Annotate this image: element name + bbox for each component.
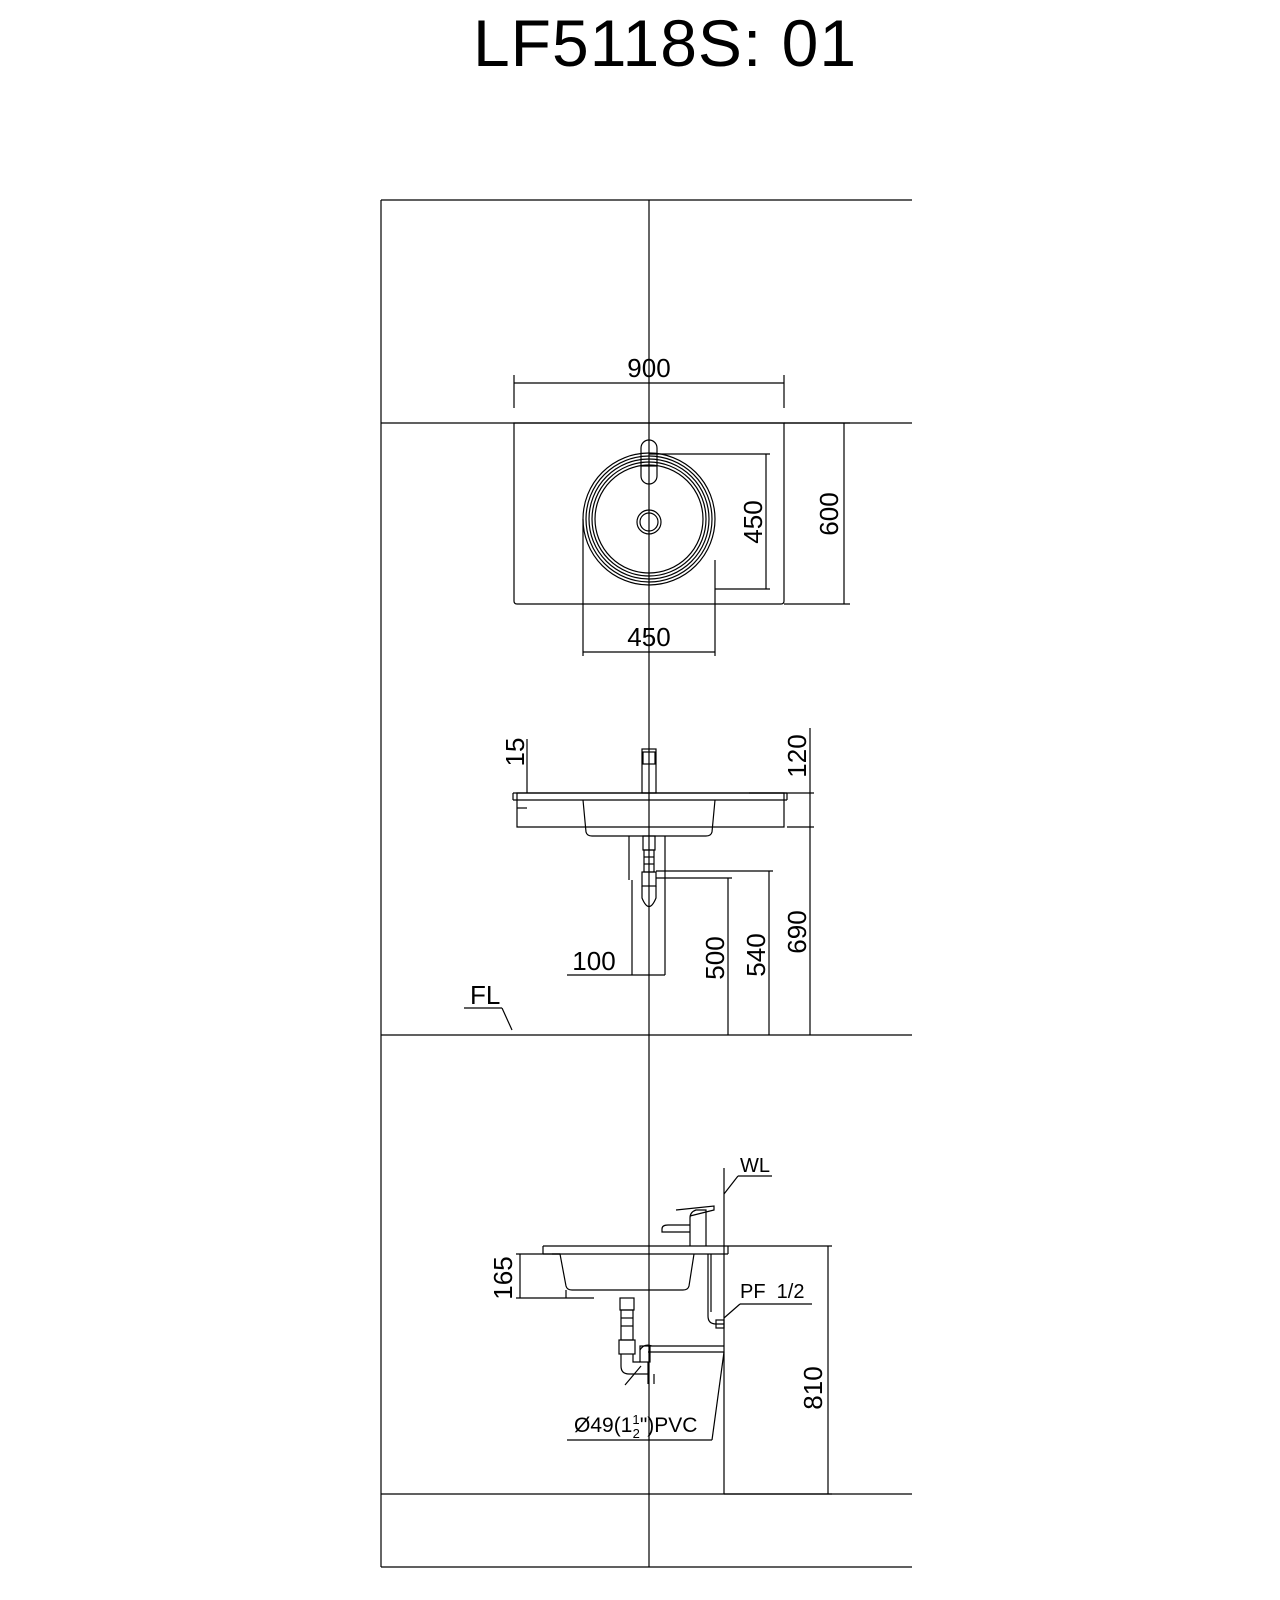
dim-supply-height: 540 <box>741 933 771 976</box>
dim-top-height: 690 <box>782 910 812 953</box>
side-elevation <box>516 1168 832 1495</box>
supply-fitting-label: PF 1/2 <box>740 1281 804 1303</box>
drain-pipe-label-den: 2 <box>633 1426 640 1441</box>
dim-faucet-offset: 15 <box>500 738 530 767</box>
dim-faucet-height: 120 <box>782 734 812 777</box>
dim-bowl-diameter-y: 450 <box>738 500 768 543</box>
reference-grid <box>380 199 912 1568</box>
dim-drain-offset: 100 <box>572 946 615 976</box>
plan-view <box>513 375 850 656</box>
drain-pipe-label-suffix: ")PVC <box>640 1414 698 1437</box>
drain-pipe-label-num: 1 <box>632 1412 639 1427</box>
wall-line-label: WL <box>740 1155 770 1177</box>
dim-side-bowl-depth: 165 <box>488 1256 518 1299</box>
dim-top-width: 900 <box>627 353 670 383</box>
drawing-title: LF5118S: 01 <box>472 6 858 80</box>
dim-drain-height: 500 <box>700 936 730 979</box>
dim-top-depth: 600 <box>814 492 844 535</box>
dim-bowl-diameter-x: 450 <box>627 622 670 652</box>
front-elevation <box>464 728 814 1035</box>
floor-line-label: FL <box>470 980 500 1010</box>
dim-side-total-height: 810 <box>798 1366 828 1409</box>
drain-pipe-label-prefix: Ø49(1 <box>574 1414 632 1437</box>
